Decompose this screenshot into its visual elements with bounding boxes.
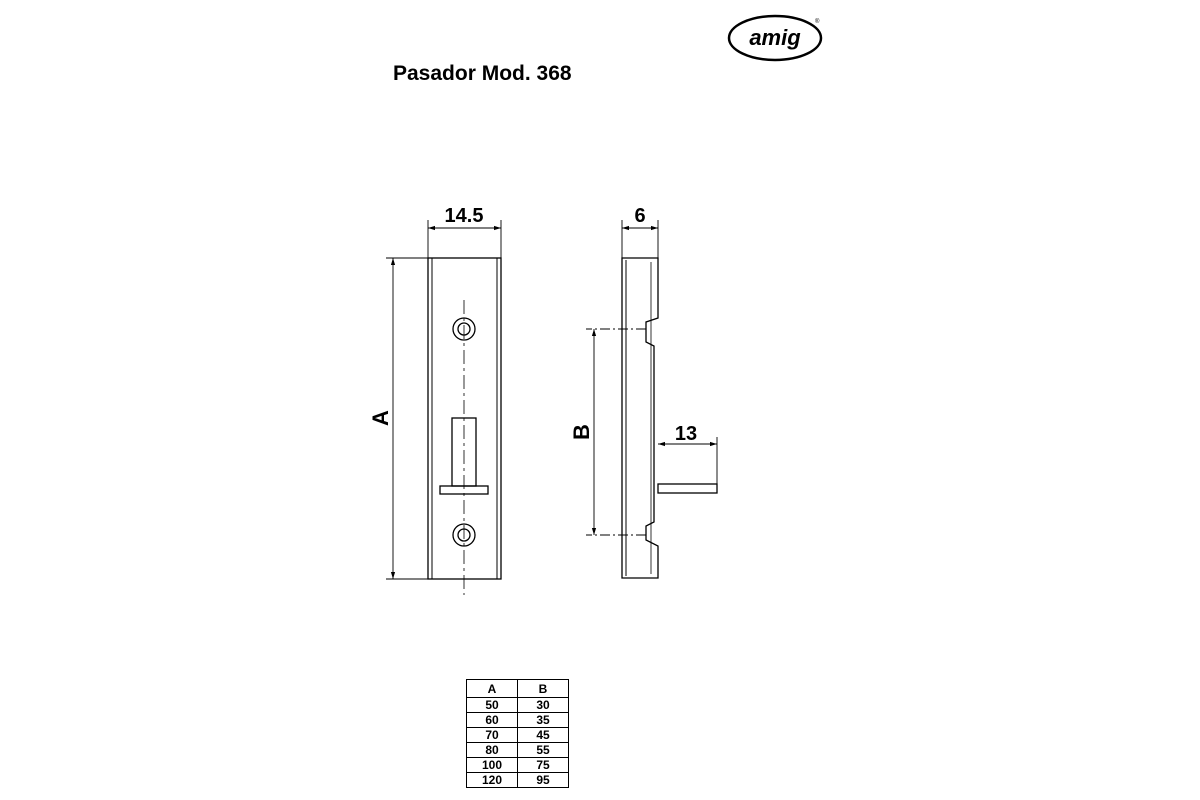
dimension-depth [621,220,659,258]
front-view [427,257,502,595]
table-row: 70 45 [466,727,569,743]
dimension-projection [658,437,718,484]
table-header-a: A [466,679,518,698]
table-row: 100 75 [466,757,569,773]
table-cell-b: 95 [517,772,569,788]
table-cell-a: 60 [466,712,518,728]
dimension-b-label: B [569,424,594,440]
table-header-row: A B [466,679,569,698]
table-cell-a: 100 [466,757,518,773]
dimension-width [427,220,502,258]
table-row: 50 30 [466,697,569,713]
dimensions-table: A B 50 30 60 35 70 45 80 55 100 75 120 9… [466,679,569,788]
table-cell-b: 35 [517,712,569,728]
table-cell-a: 120 [466,772,518,788]
table-cell-b: 30 [517,697,569,713]
table-cell-a: 80 [466,742,518,758]
table-cell-a: 50 [466,697,518,713]
dimension-depth-label: 6 [634,205,645,227]
dimension-width-label: 14.5 [445,205,484,227]
dimension-a-label: A [368,410,393,426]
dimension-b [586,328,646,536]
table-cell-a: 70 [466,727,518,743]
dimension-projection-label: 13 [675,423,697,445]
table-row: 120 95 [466,772,569,788]
side-view [621,257,718,579]
table-cell-b: 55 [517,742,569,758]
svg-text:®: ® [815,18,820,25]
table-row: 60 35 [466,712,569,728]
drawing-title: Pasador Mod. 368 [393,62,572,85]
svg-text:amig: amig [749,25,801,50]
amig-logo: amig ® [727,14,823,62]
table-cell-b: 45 [517,727,569,743]
table-header-b: B [517,679,569,698]
dimension-a [386,257,428,580]
table-cell-b: 75 [517,757,569,773]
table-row: 80 55 [466,742,569,758]
